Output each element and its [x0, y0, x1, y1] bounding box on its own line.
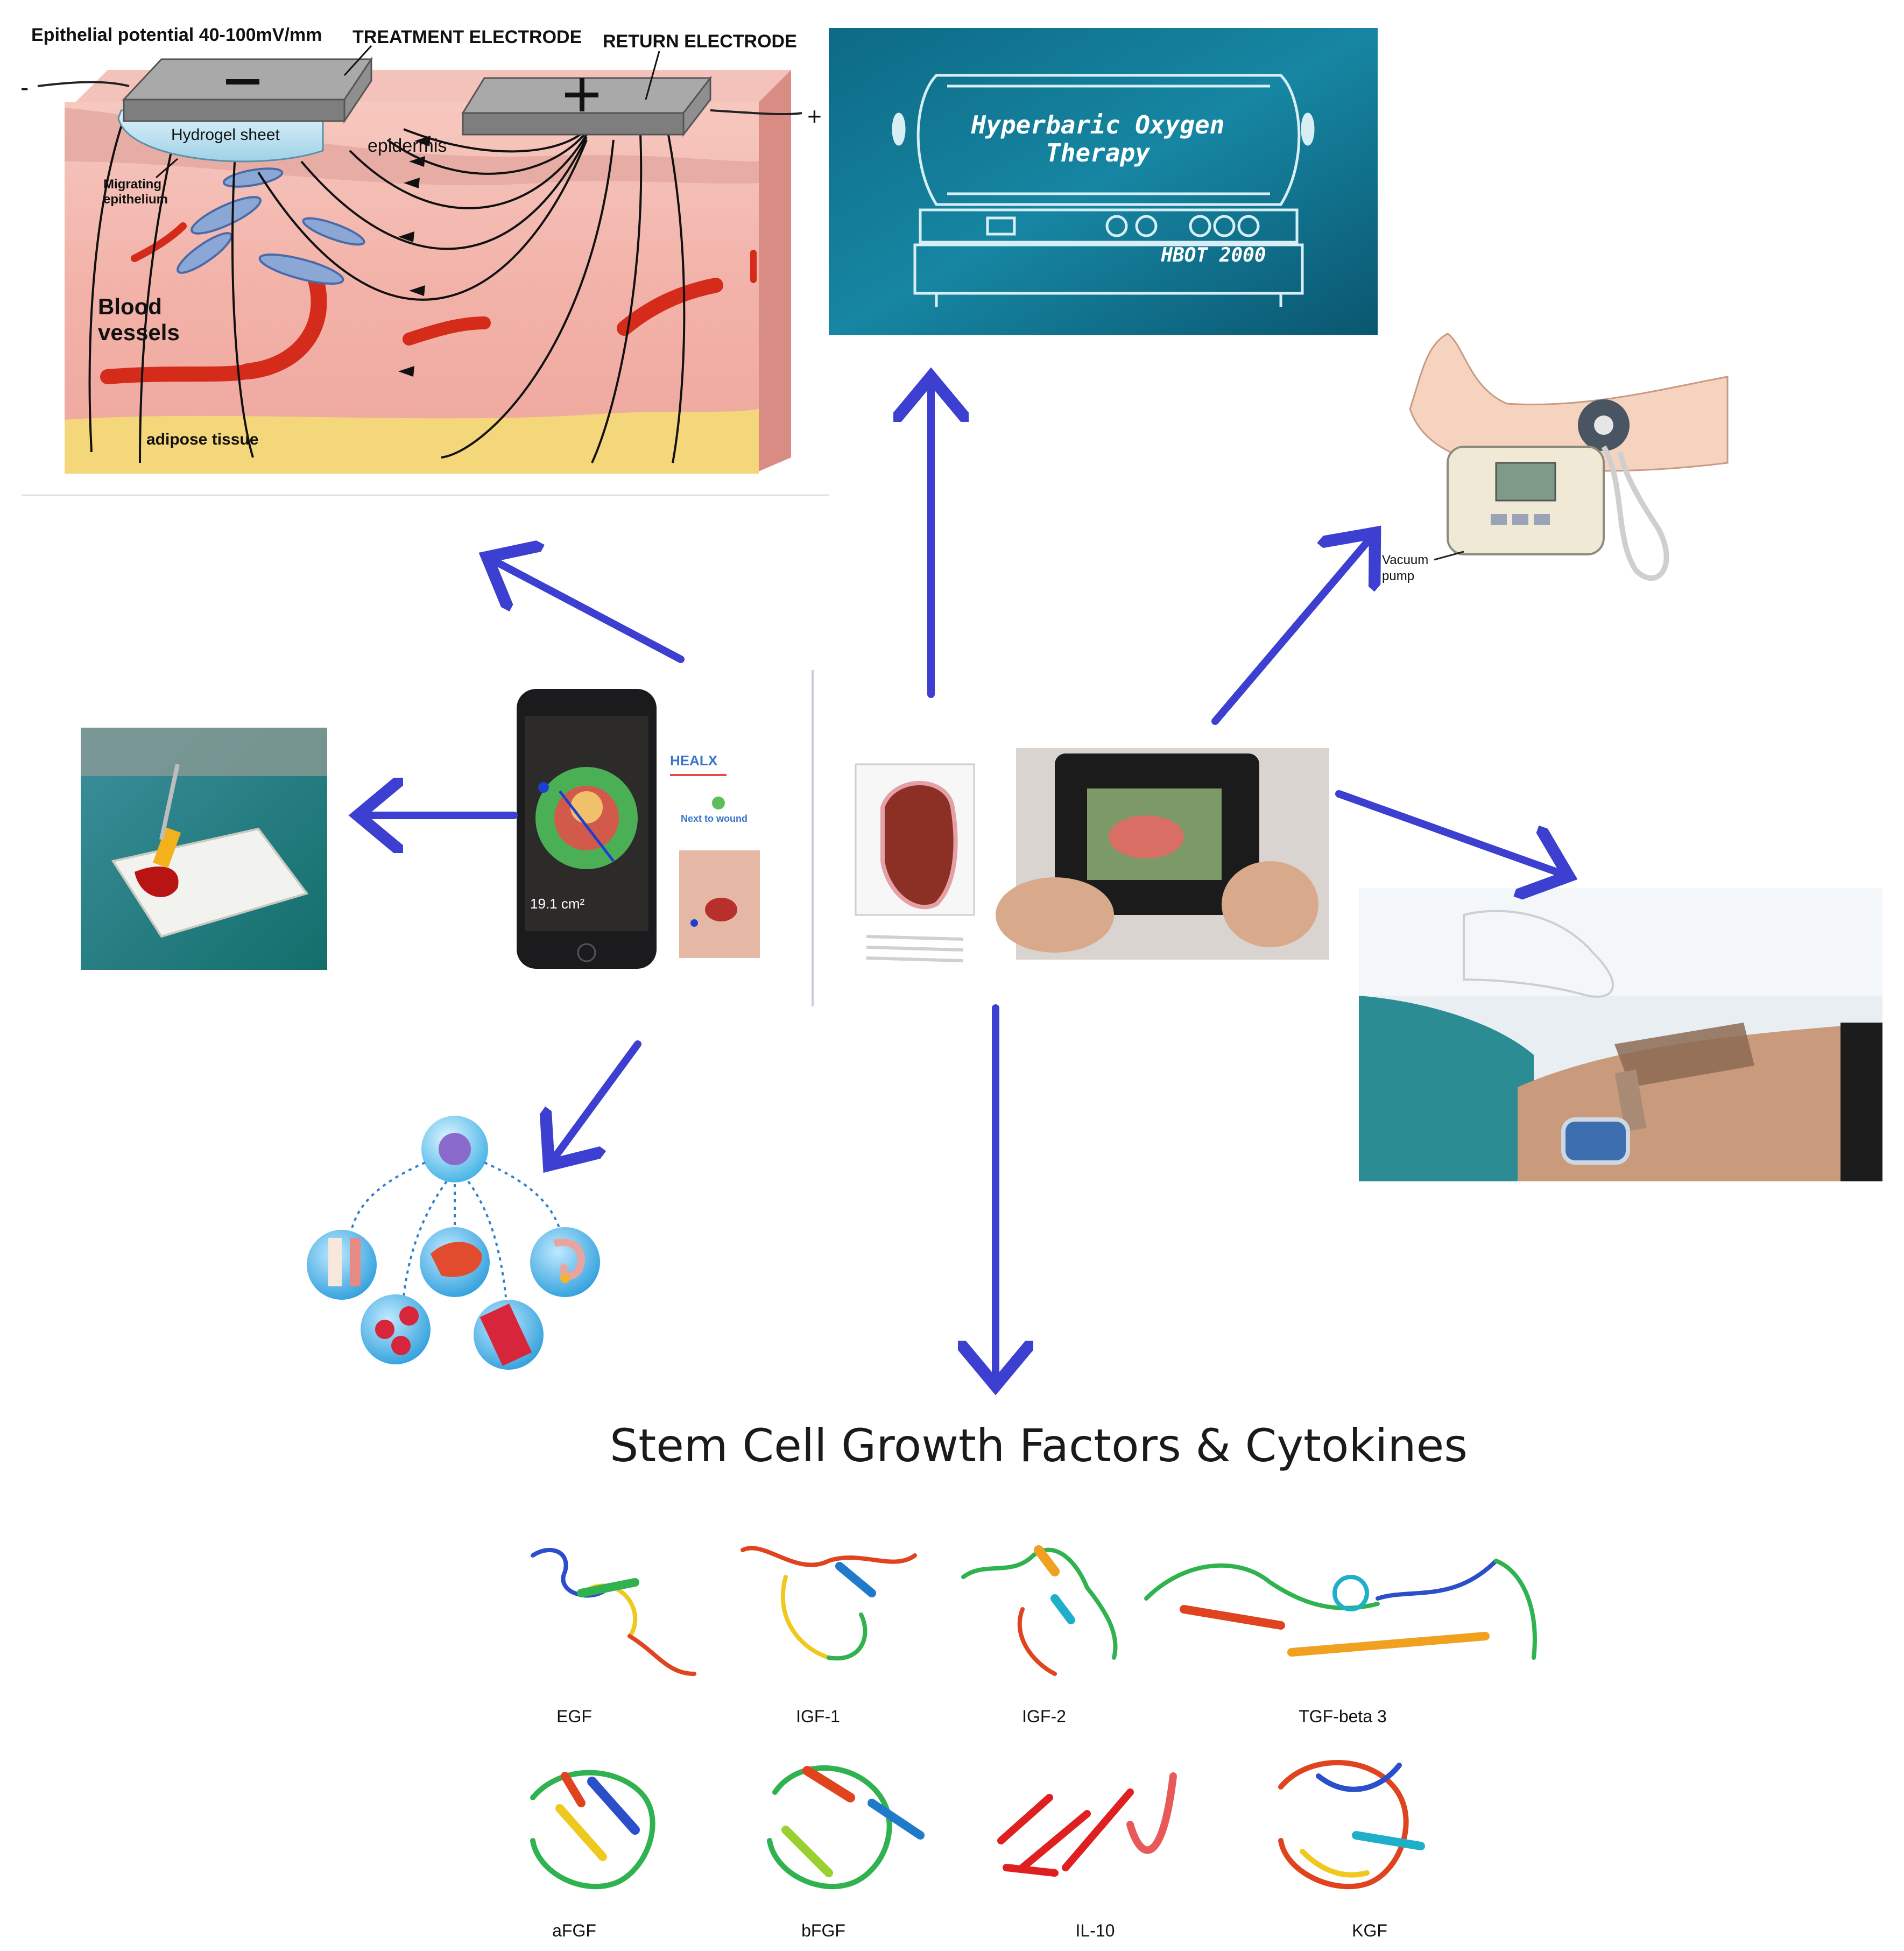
next-to-wound-label: Next to wound — [681, 813, 748, 824]
return-leader — [645, 51, 660, 100]
electrical-stimulation-panel: Epithelial potential 40-100mV/mm TREATME… — [20, 25, 829, 496]
gf-label-bfgf: bFGF — [801, 1921, 845, 1940]
protein-structure-egf — [531, 1548, 696, 1676]
migrating-leader — [156, 158, 178, 179]
wireless-sensor-module — [1561, 1117, 1630, 1165]
negative-pressure-panel: Vacuum pump — [1382, 333, 1729, 583]
vacuum-pump-leader — [1434, 551, 1464, 561]
platelet-rich-plasma-panel — [81, 728, 327, 970]
leg-shadow — [1840, 1023, 1882, 1181]
epithelial-potential-label: Epithelial potential 40-100mV/mm — [31, 25, 322, 45]
cotton-swabs — [866, 935, 964, 962]
protein-structure-tgf-beta3 — [1144, 1559, 1537, 1660]
patient-gown — [1359, 996, 1534, 1181]
growth-factors-panel: Stem Cell Growth Factors & Cytokines — [530, 1419, 1537, 1940]
growth-factors-title: Stem Cell Growth Factors & Cytokines — [610, 1419, 1468, 1472]
wound-measurement-panel — [855, 748, 1329, 962]
hbot-panel: Hyperbaric Oxygen Therapy HBOT 2000 — [829, 28, 1378, 335]
blood-sample — [135, 867, 179, 897]
return-electrode — [461, 75, 713, 137]
migrating-cells — [177, 167, 365, 285]
protein-structure-igf2 — [961, 1545, 1118, 1676]
smartphone-app-panel: 19.1 cm² HEALX Next to wound — [517, 670, 814, 1006]
positive-terminal-sign: + — [807, 102, 822, 130]
bandage-strap — [1614, 1069, 1647, 1132]
electric-field-lines — [88, 118, 686, 463]
hbot-title-line2: Therapy — [1046, 138, 1151, 167]
migrating-label: Migrating — [103, 177, 161, 192]
pump-label: pump — [1382, 569, 1414, 583]
gf-label-igf1: IGF-1 — [796, 1707, 840, 1726]
hbot-chamber-drawing — [892, 74, 1315, 307]
skin-block-side — [753, 70, 791, 474]
field-arrowheads — [398, 136, 431, 377]
treatment-leader — [343, 45, 372, 76]
connection-arrows — [358, 377, 1569, 1386]
gloved-hand — [1463, 910, 1614, 998]
vessels-label: vessels — [98, 320, 180, 345]
epidermis-layer — [65, 108, 759, 186]
negative-terminal-sign: - — [20, 73, 29, 101]
gf-label-igf2: IGF-2 — [1022, 1707, 1066, 1726]
hydrogel-sheet-label: Hydrogel sheet — [171, 126, 280, 144]
gf-label-tgf-beta3: TGF-beta 3 — [1299, 1707, 1387, 1726]
treatment-electrode — [122, 57, 373, 124]
hand-left — [996, 877, 1114, 953]
hbot-background — [829, 28, 1378, 335]
hbot-model-label: HBOT 2000 — [1160, 244, 1266, 266]
stem-cell-differentiation-panel — [307, 1116, 600, 1370]
wound-area-reading: 19.1 cm² — [530, 896, 584, 912]
arrow-to-npwt — [1211, 533, 1375, 725]
protein-structure-afgf — [530, 1770, 655, 1890]
arrow-to-electrical-stimulation — [487, 557, 685, 663]
gf-label-il10: IL-10 — [1076, 1921, 1115, 1940]
arrow-to-wearable-sensor — [1335, 790, 1569, 876]
differentiation-paths — [349, 1161, 563, 1298]
epidermis-label: epidermis — [368, 136, 447, 156]
adipose-tissue-label: adipose tissue — [146, 431, 258, 448]
gf-label-egf: EGF — [556, 1707, 592, 1726]
arrow-to-stem-cell — [549, 1040, 641, 1165]
return-electrode-label: RETURN ELECTRODE — [603, 31, 797, 52]
negative-lead-wire — [37, 81, 130, 87]
treatment-electrode-label: TREATMENT ELECTRODE — [352, 27, 582, 47]
hydrogel-sheet — [117, 109, 324, 163]
hand-right — [1222, 861, 1318, 947]
protein-structure-bfgf — [767, 1765, 925, 1890]
protein-structure-igf1 — [741, 1546, 917, 1661]
healx-brand: HEALX — [670, 752, 718, 769]
adipose-layer — [65, 409, 759, 474]
wound-tracing — [880, 781, 958, 910]
neuron-cell-icon — [530, 1227, 600, 1297]
vacuum-label: Vacuum — [1382, 553, 1428, 567]
epithelium-label: epithelium — [103, 192, 168, 207]
blood-cell-icon — [361, 1294, 431, 1364]
gf-label-afgf: aFGF — [552, 1921, 596, 1940]
smart-bandage — [1614, 1023, 1754, 1087]
blood-label: Blood — [98, 294, 162, 319]
hbot-title-line1: Hyperbaric Oxygen — [971, 110, 1225, 139]
positive-lead-wire — [710, 109, 802, 116]
suction-tube — [1601, 445, 1669, 581]
protein-structure-kgf — [1278, 1760, 1425, 1890]
protein-structure-il10 — [997, 1772, 1177, 1877]
wearable-sensor-panel — [1359, 888, 1882, 1181]
gf-label-kgf: KGF — [1352, 1921, 1387, 1940]
